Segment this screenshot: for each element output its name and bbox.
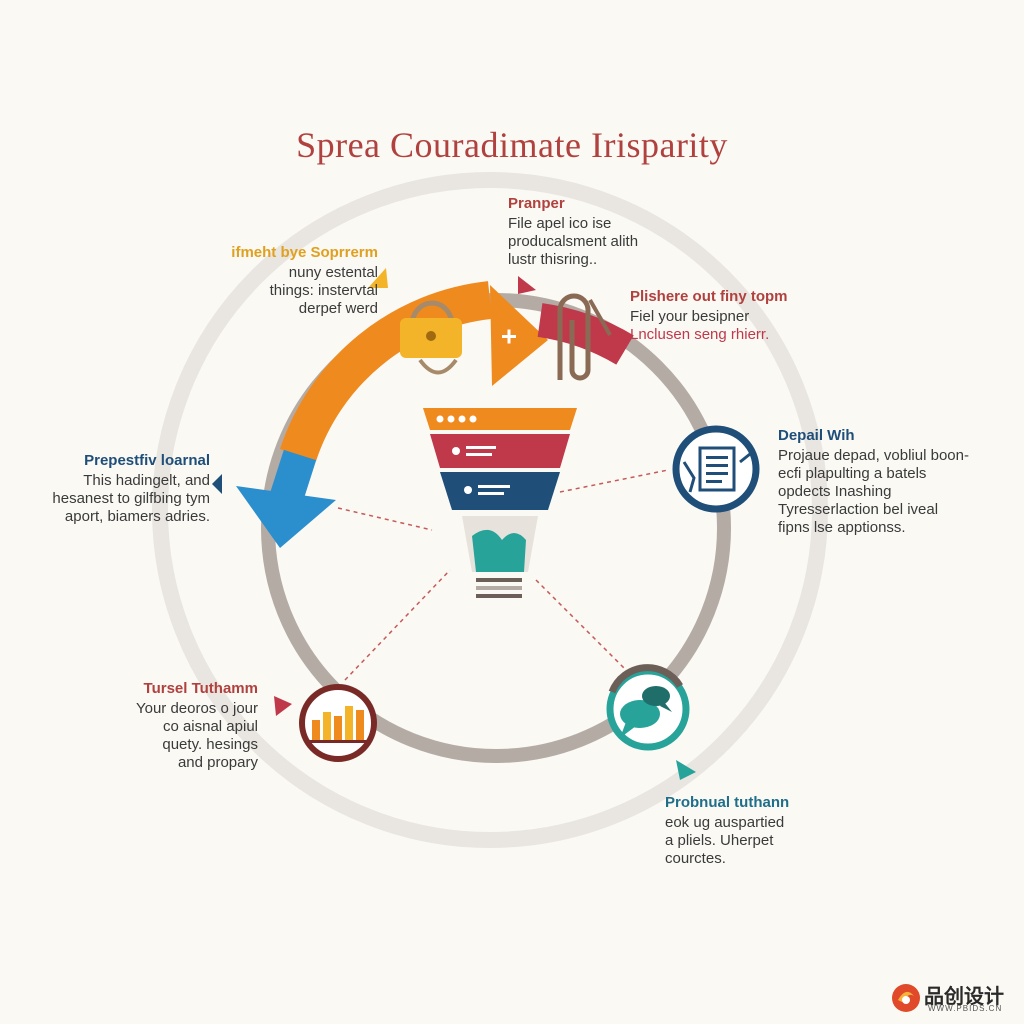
label-top-left-line-2: things: instervtal xyxy=(269,282,378,299)
label-bottom-left-line-4: and propary xyxy=(177,754,258,771)
label-top-left: ifmeht bye Soprrerm nuny estental things… xyxy=(180,244,378,318)
watermark-url: WWW.PBIDS.CN xyxy=(928,1004,1003,1013)
label-right-line-2: ecfi plapulting a batels xyxy=(778,465,927,482)
pointer-left xyxy=(212,474,222,494)
label-left-line-3: aport, biamers adries. xyxy=(64,508,210,525)
label-bottom-right: Probnual tuthann eok ug auspartied a pli… xyxy=(665,794,835,868)
plus-icon xyxy=(502,329,516,344)
label-bottom-right-line-2: a pliels. Uherpet xyxy=(665,832,774,849)
label-right: Depail Wih Projaue depad, vobliul boon- … xyxy=(778,427,978,537)
label-top-center-line-1: File apel ico ise xyxy=(508,215,612,232)
watermark: 品创设计 WWW.PBIDS.CN xyxy=(888,978,1018,1018)
pointer-top-left xyxy=(368,268,388,288)
label-right-line-1: Projaue depad, vobliul boon- xyxy=(778,447,969,464)
label-top-center-heading: Pranper xyxy=(508,195,565,212)
bar-chart-icon xyxy=(299,684,377,762)
label-left-line-1: This hadingelt, and xyxy=(83,472,210,489)
label-top-right-line-1: Fiel your besipner xyxy=(630,308,750,325)
outer-ring xyxy=(152,172,828,848)
connector-left xyxy=(337,507,433,531)
chat-bubbles-icon xyxy=(606,664,690,751)
label-bottom-left: Tursel Tuthamm Your deoros o jour co ais… xyxy=(110,680,258,772)
pointer-top-center xyxy=(518,276,536,294)
label-top-right: Plishere out finy topm Fiel your besipne… xyxy=(630,288,830,344)
watermark-text: 品创设计 xyxy=(924,986,1004,1008)
connector-right xyxy=(559,469,669,493)
label-left: Prepestfiv loarnal This hadingelt, and h… xyxy=(20,452,210,526)
funnel-icon xyxy=(423,408,577,598)
orange-arrowhead xyxy=(490,285,548,386)
padlock-icon xyxy=(400,300,462,375)
connector-bottom-left xyxy=(344,569,451,681)
document-icon xyxy=(672,425,760,513)
label-right-line-5: fipns lse apptionss. xyxy=(778,519,906,536)
label-left-line-2: hesanest to gilfbing tym xyxy=(52,490,210,507)
label-top-right-line-2: Lnclusen seng rhierr. xyxy=(630,326,770,343)
label-bottom-right-heading: Probnual tuthann xyxy=(665,794,790,811)
label-top-center: Pranper File apel ico ise producalsment … xyxy=(508,195,698,269)
paperclip-icon xyxy=(557,293,612,381)
label-bottom-left-line-3: quety. hesings xyxy=(162,736,258,753)
orange-arc-segment xyxy=(279,281,493,462)
label-top-center-line-2: producalsment alith xyxy=(508,233,639,250)
label-left-heading: Prepestfiv loarnal xyxy=(84,452,210,469)
label-top-left-line-1: nuny estental xyxy=(288,264,378,281)
connector-bottom-right xyxy=(535,579,625,669)
blue-arrowhead xyxy=(236,486,336,548)
label-right-heading: Depail Wih xyxy=(778,427,855,444)
label-bottom-right-line-3: courctes. xyxy=(665,850,726,867)
label-bottom-left-line-1: Your deoros o jour xyxy=(135,700,258,717)
label-bottom-left-heading: Tursel Tuthamm xyxy=(143,680,258,697)
page-title: Sprea Couradimate Irisparity xyxy=(296,125,728,165)
pointer-bottom-left xyxy=(274,696,292,716)
label-bottom-right-line-1: eok ug auspartied xyxy=(665,814,785,831)
label-right-line-4: Tyresserlaction bel iveal xyxy=(778,501,939,518)
watermark-logo-icon xyxy=(892,984,920,1012)
pointer-bottom-right xyxy=(676,760,696,780)
label-bottom-left-line-2: co aisnal apiul xyxy=(162,718,258,735)
label-top-left-heading: ifmeht bye Soprrerm xyxy=(231,244,378,261)
label-top-center-line-3: lustr thisring.. xyxy=(508,251,598,268)
label-right-line-3: opdects Inashing xyxy=(778,483,892,500)
label-top-right-heading: Plishere out finy topm xyxy=(630,288,788,305)
label-top-left-line-3: derpef werd xyxy=(298,300,378,317)
red-arc-segment xyxy=(537,303,634,365)
